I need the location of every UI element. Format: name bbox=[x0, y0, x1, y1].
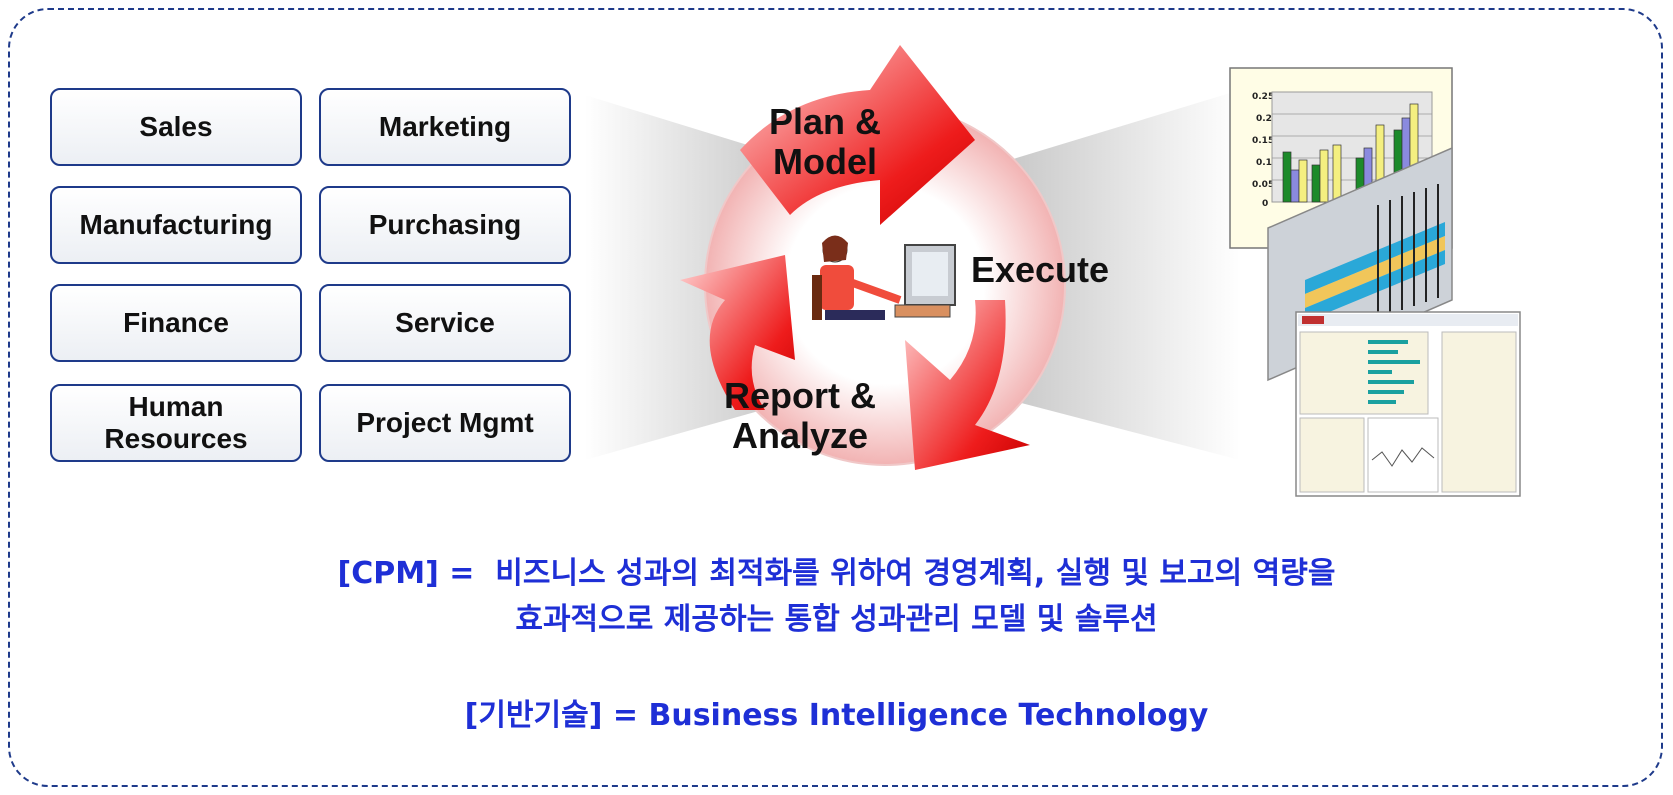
cycle-label-plan: Plan & Model bbox=[768, 101, 882, 182]
dept-finance: Finance bbox=[50, 284, 302, 362]
dept-service: Service bbox=[319, 284, 571, 362]
tick-label: 0.25 bbox=[1252, 92, 1274, 102]
tick-label: 0.2 bbox=[1256, 114, 1272, 124]
dept-marketing: Marketing bbox=[319, 88, 571, 166]
dept-purchasing: Purchasing bbox=[319, 186, 571, 264]
person-at-computer-icon bbox=[812, 235, 956, 320]
arrow-execute bbox=[905, 300, 1030, 470]
arrow-plan bbox=[740, 45, 975, 225]
arrow-report bbox=[680, 255, 795, 410]
cpm-definition-line-1: [CPM] = 비즈니스 성과의 최적화를 위하여 경영계획, 실행 및 보고의… bbox=[337, 556, 1336, 591]
tick-label: 0 bbox=[1262, 199, 1268, 209]
dept-manufacturing: Manufacturing bbox=[50, 186, 302, 264]
foundation-technology-line: [기반기술] = Business Intelligence Technolog… bbox=[464, 698, 1209, 733]
cycle-label-execute: Execute bbox=[970, 249, 1110, 290]
cycle-label-report: Report & Analyze bbox=[724, 375, 876, 456]
tick-label: 0.15 bbox=[1252, 136, 1274, 146]
dept-human-resources: Human Resources bbox=[50, 384, 302, 462]
tick-label: 0.1 bbox=[1256, 158, 1272, 168]
report-table-thumbnail bbox=[1295, 311, 1521, 497]
tick-label: 0.05 bbox=[1252, 180, 1274, 190]
diagram-frame bbox=[8, 8, 1663, 787]
dept-sales: Sales bbox=[50, 88, 302, 166]
dept-project-mgmt: Project Mgmt bbox=[319, 384, 571, 462]
right-funnel bbox=[1010, 90, 1240, 460]
cpm-definition-line-2: 효과적으로 제공하는 통합 성과관리 모델 및 솔루션 bbox=[515, 602, 1158, 637]
